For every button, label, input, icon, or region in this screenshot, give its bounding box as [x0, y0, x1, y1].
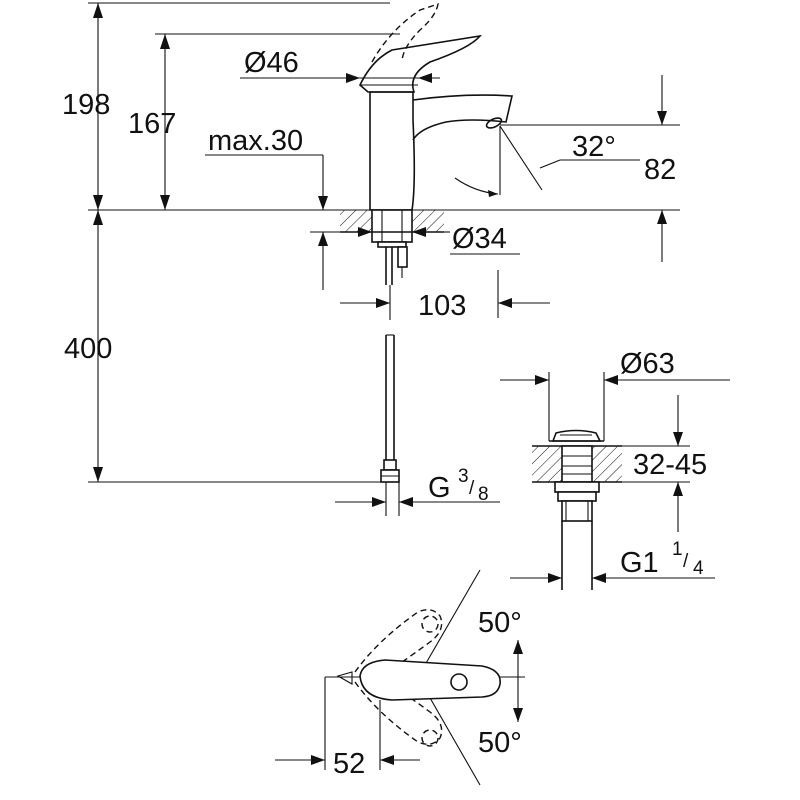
- dim-hose-thread: G: [428, 472, 451, 504]
- pop-up-waste: Ø63 32-45 G1 1 / 4: [500, 348, 730, 590]
- dim-lever-length: 52: [333, 748, 365, 780]
- dim-max-deck: max.30: [208, 125, 303, 157]
- aerator: [485, 117, 503, 129]
- lever-main: [359, 659, 501, 701]
- dim-overall-height: 198: [62, 89, 110, 121]
- handle-lever: [359, 34, 482, 93]
- lever-top-view: 50° 50° 52: [275, 569, 525, 786]
- faucet-spout: [412, 94, 513, 141]
- dim-lever-angle-top: 50°: [478, 607, 522, 639]
- dim-hose-thread-den: 8: [478, 484, 489, 505]
- dim-waste-diameter: Ø63: [620, 348, 675, 380]
- lever-position-left: [354, 609, 443, 681]
- dim-waste-thread: G1: [620, 547, 659, 579]
- faucet-body: [369, 91, 416, 211]
- faucet-side-view: [88, 2, 680, 285]
- flex-hose: 400 G 3 / 8: [64, 210, 500, 516]
- mounting-hatch-left: [340, 210, 372, 232]
- dim-waste-thread-den: 4: [693, 558, 704, 579]
- faucet-dimensions: 198 167 Ø46 max.30 32° 82 Ø34: [62, 3, 676, 322]
- dim-spout-angle: 32°: [572, 131, 616, 163]
- dim-hose-length: 400: [64, 333, 112, 365]
- dim-spout-reach: 82: [644, 154, 676, 186]
- basin-hatch-right: [592, 446, 622, 482]
- dim-hole-offset: 103: [418, 290, 466, 322]
- fraction-slash: /: [683, 551, 689, 572]
- dim-lever-angle-bottom: 50°: [478, 727, 522, 759]
- dim-handle-diameter: Ø46: [244, 47, 299, 79]
- dim-base-diameter: Ø34: [452, 223, 507, 255]
- dim-waste-thread-num: 1: [672, 539, 683, 560]
- mounting-nut: [371, 209, 413, 243]
- mounting-hatch-right: [412, 210, 444, 232]
- dim-hose-thread-num: 3: [458, 466, 469, 487]
- basin-hatch-left: [532, 446, 562, 482]
- dim-waste-thickness: 32-45: [633, 449, 707, 481]
- fraction-slash: /: [469, 478, 475, 499]
- handle-lever-raised: [371, 2, 439, 63]
- dim-spout-height: 167: [128, 108, 176, 140]
